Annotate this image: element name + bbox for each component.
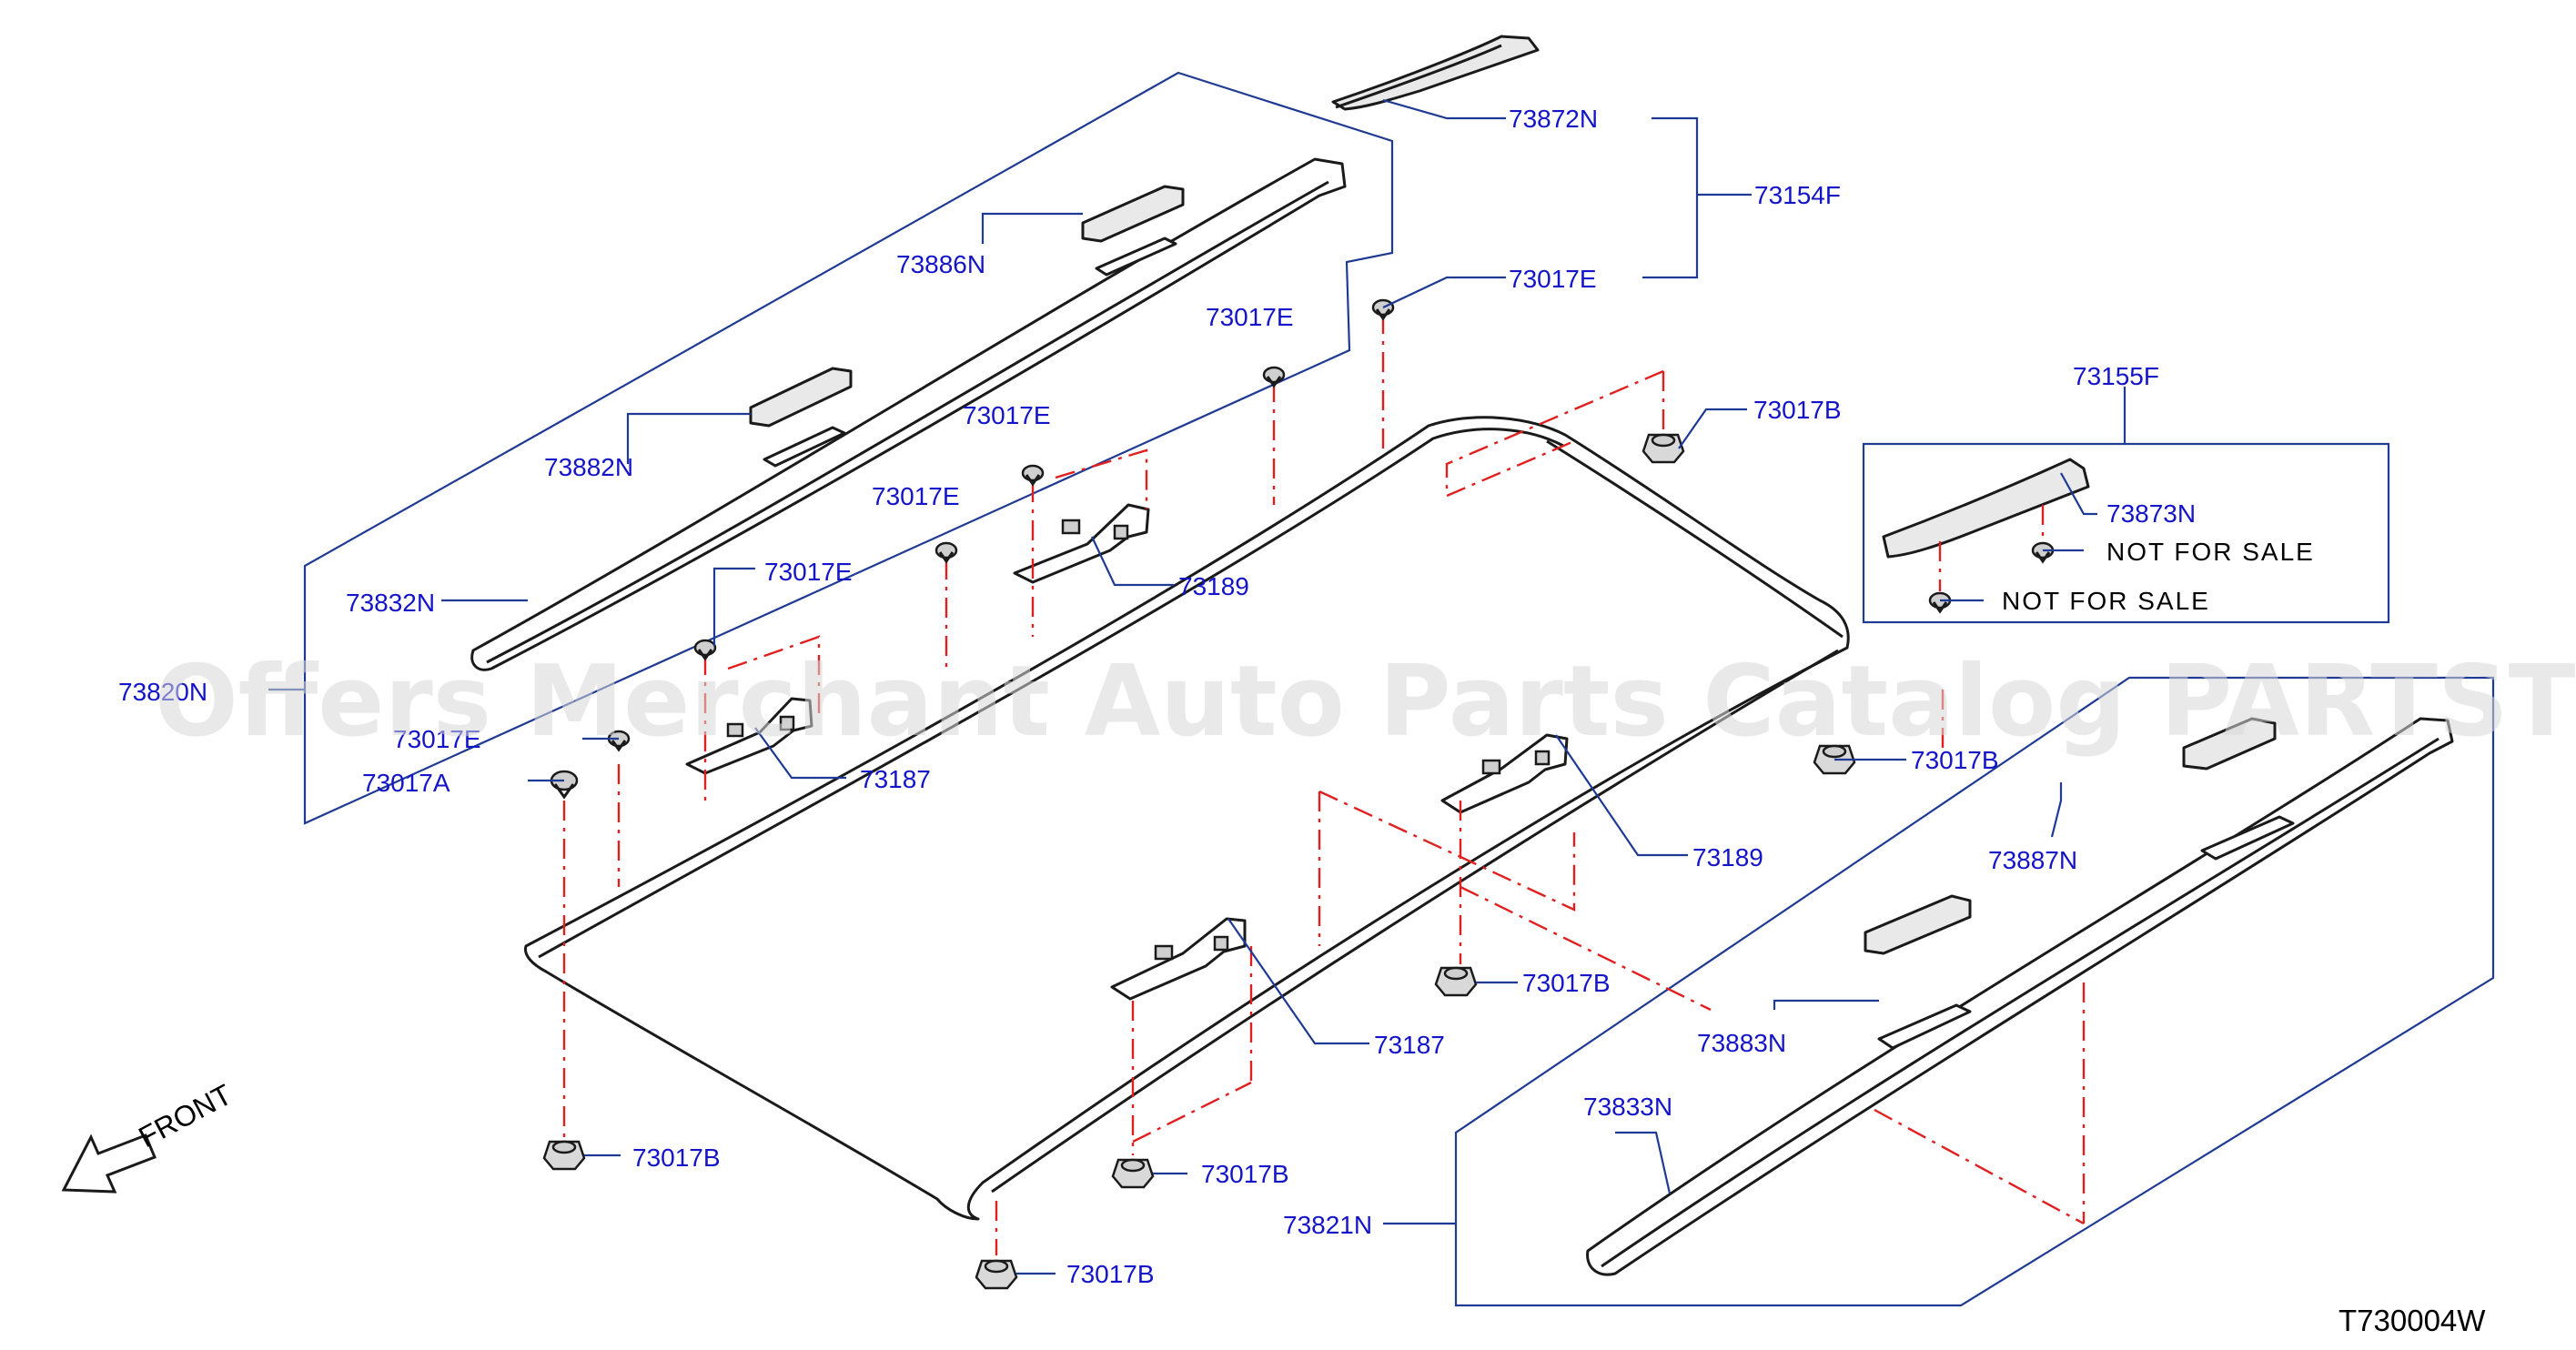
label-73155F: 73155F bbox=[2073, 362, 2159, 390]
left-roof-rail-edge bbox=[486, 180, 1329, 664]
label-73883N: 73883N bbox=[1697, 1029, 1786, 1057]
cover-73883N bbox=[1864, 894, 1972, 955]
label-73887N: 73887N bbox=[1988, 846, 2077, 874]
bracket-73189-lower bbox=[1440, 733, 1569, 814]
label-73017B-bottom-left-2: 73017B bbox=[1201, 1160, 1289, 1188]
clip-not-for-sale-1 bbox=[2031, 541, 2055, 564]
label-73832N: 73832N bbox=[346, 589, 435, 617]
front-label: FRONT bbox=[133, 1078, 237, 1154]
label-73017B-bottom: 73017B bbox=[1066, 1260, 1155, 1288]
clip-73017E-a bbox=[1262, 366, 1286, 388]
left-roof-rail bbox=[470, 157, 1347, 671]
nut-73017B-left bbox=[542, 1140, 586, 1171]
label-73154F: 73154F bbox=[1754, 181, 1841, 209]
label-73017E-c: 73017E bbox=[872, 482, 960, 510]
nut-73017B-top-right bbox=[1642, 433, 1685, 464]
nut-73017B-mid-right bbox=[1813, 744, 1856, 775]
label-73017E-d: 73017E bbox=[764, 558, 853, 586]
right-rail-group-boundary bbox=[1454, 676, 2495, 1307]
clip-73017E-c bbox=[934, 541, 958, 564]
clip-73017A bbox=[550, 770, 579, 800]
label-73017E-b: 73017E bbox=[963, 401, 1051, 429]
bracket-73187-lower bbox=[1110, 917, 1247, 1001]
left-rail-group-boundary bbox=[303, 71, 1394, 825]
label-73820N: 73820N bbox=[118, 678, 207, 706]
clip-73017E-d bbox=[693, 639, 717, 661]
cover-73882N-seat bbox=[763, 426, 846, 468]
roof-panel-edge-rear bbox=[538, 428, 1564, 959]
roof-panel-bow bbox=[1546, 439, 1844, 639]
label-73017B-mid-right: 73017B bbox=[1911, 746, 1999, 774]
nut-73017B-bottom bbox=[975, 1259, 1018, 1290]
front-arrow-icon bbox=[61, 1133, 157, 1194]
nut-73017B-center bbox=[1434, 966, 1478, 997]
label-not-for-sale-2: NOT FOR SALE bbox=[2002, 587, 2210, 615]
label-not-for-sale-1: NOT FOR SALE bbox=[2106, 538, 2315, 566]
clip-not-for-sale-2 bbox=[1928, 591, 1952, 614]
centerlines bbox=[562, 314, 2086, 1255]
side-cover-group-box bbox=[1862, 442, 2390, 624]
label-73833N: 73833N bbox=[1583, 1093, 1672, 1121]
label-73017E-e: 73017E bbox=[393, 725, 481, 753]
label-73017E-top: 73017E bbox=[1509, 265, 1597, 293]
roof-panel-edge-right bbox=[991, 649, 1839, 1194]
clip-73017E-top bbox=[1371, 298, 1395, 321]
label-73017B-top-right: 73017B bbox=[1753, 396, 1842, 424]
part-leaders bbox=[441, 98, 2097, 1275]
watermark-text: Offers Merchant Auto Parts Catalog PARTS… bbox=[155, 645, 2576, 759]
cover-73883N-seat bbox=[1877, 1003, 1972, 1050]
label-73821N: 73821N bbox=[1283, 1211, 1372, 1239]
label-73017A: 73017A bbox=[362, 769, 450, 797]
label-73189-mid: 73189 bbox=[1692, 843, 1763, 871]
cover-73886N bbox=[1081, 185, 1185, 243]
label-73187-top: 73187 bbox=[860, 765, 931, 793]
bracket-73187-upper bbox=[685, 697, 813, 775]
label-73873N: 73873N bbox=[2106, 499, 2196, 528]
side-cover-73873N bbox=[1882, 458, 2090, 559]
front-cover-edge bbox=[1335, 44, 1502, 109]
label-73017B-left: 73017B bbox=[632, 1143, 721, 1172]
nut-73017B-bottom-left-2 bbox=[1111, 1158, 1155, 1189]
cover-73887N-seat bbox=[2200, 815, 2295, 861]
label-73886N: 73886N bbox=[896, 250, 985, 278]
label-73017E-a: 73017E bbox=[1206, 303, 1294, 331]
cover-73882N bbox=[749, 367, 853, 428]
right-roof-rail-edge bbox=[1601, 737, 2440, 1268]
front-cover-group-bracket bbox=[1642, 116, 1699, 279]
label-73882N: 73882N bbox=[544, 453, 633, 481]
clip-73017E-b bbox=[1021, 464, 1045, 487]
label-73872N: 73872N bbox=[1509, 105, 1598, 133]
label-73017B-center: 73017B bbox=[1522, 969, 1611, 997]
label-73187-bottom: 73187 bbox=[1374, 1031, 1445, 1059]
label-73189-top: 73189 bbox=[1178, 572, 1249, 600]
diagram-code: T730004W bbox=[2339, 1304, 2486, 1337]
bracket-73189-upper bbox=[1013, 503, 1150, 584]
cover-73886N-seat bbox=[1095, 237, 1177, 277]
cover-73887N bbox=[2182, 717, 2277, 771]
